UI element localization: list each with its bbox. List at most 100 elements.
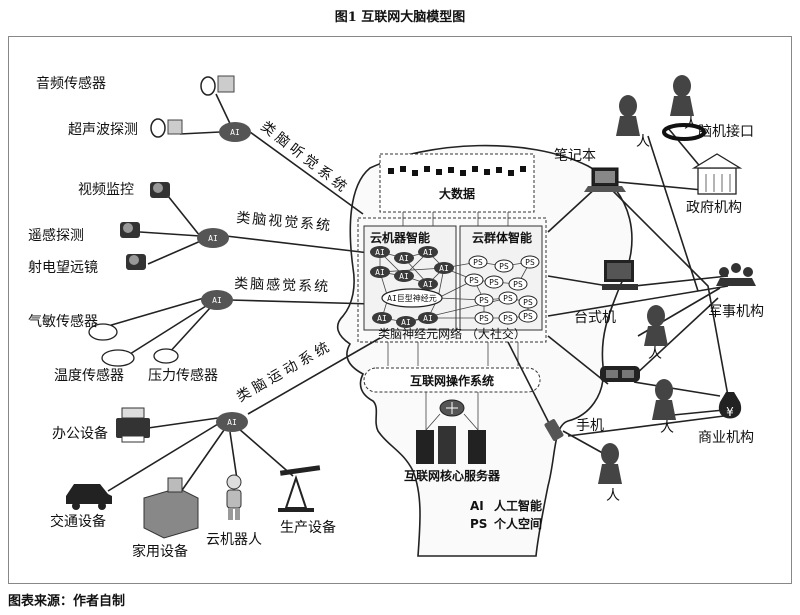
svg-text:AI: AI: [230, 128, 240, 137]
telescope-label: 射电望远镜: [28, 260, 98, 276]
person-icon: [652, 379, 676, 420]
svg-text:AI: AI: [212, 296, 222, 305]
robot-icon: [226, 474, 242, 520]
svg-text:AI: AI: [423, 248, 433, 257]
svg-text:PS: PS: [525, 258, 535, 267]
svg-text:AI: AI: [375, 268, 385, 277]
svg-text:PS: PS: [489, 278, 499, 287]
svg-text:AI: AI: [375, 248, 385, 257]
person-label-4: 人: [660, 420, 674, 436]
wires-left: [107, 93, 381, 497]
person-icon: [670, 75, 694, 116]
pressure-sensor-label: 压力传感器: [148, 367, 218, 384]
printer-icon: [116, 407, 150, 443]
camera-icon: [150, 182, 170, 198]
svg-text:AI巨型神经元: AI巨型神经元: [387, 293, 437, 303]
bigdata-connectors: [402, 212, 509, 226]
desktop-label: 台式机: [574, 310, 616, 326]
legend: AI 人工智能 PS 个人空间: [470, 498, 542, 531]
svg-text:PS: PS: [479, 296, 489, 305]
person-label-5: 人: [606, 488, 620, 504]
ai-hub-motor: AI: [216, 412, 248, 432]
vr-glasses-icon: [600, 366, 640, 382]
svg-text:AI: AI: [227, 418, 237, 427]
svg-text:AI: AI: [423, 314, 433, 323]
person-label-1: 人: [636, 134, 650, 150]
money-bag-icon: ¥: [718, 392, 742, 419]
speaker-icon: [200, 75, 235, 96]
core-servers-label: 互联网核心服务器: [404, 468, 501, 483]
cloud-machine-label: 云机器智能: [370, 230, 430, 245]
svg-text:PS: PS: [503, 294, 513, 303]
phone-icon: [544, 419, 564, 441]
business-label: 商业机构: [698, 430, 754, 446]
laptop-icon: [584, 167, 626, 192]
telescope-icon: [126, 254, 146, 270]
svg-text:PS: PS: [513, 280, 523, 289]
ai-hub-visual: AI: [197, 228, 229, 248]
os-box: 互联网操作系统: [363, 367, 541, 393]
legend-ps-desc: 个人空间: [493, 516, 542, 531]
svg-text:PS: PS: [499, 262, 509, 271]
gas-sensor-icon: [88, 323, 118, 341]
svg-text:PS: PS: [503, 314, 513, 323]
traffic-device-label: 交通设备: [50, 513, 106, 530]
figure-title: 图1 互联网大脑模型图: [334, 10, 466, 25]
laptop-label: 笔记本: [554, 148, 596, 164]
home-appliance-icon: [143, 477, 199, 539]
government-label: 政府机构: [686, 200, 742, 216]
remote-sensing-label: 遥感探测: [28, 227, 84, 244]
ps-nodes: PS PS PS PS PS PS PS PS PS PS PS PS: [464, 255, 540, 325]
bci-label: 脑机接口: [698, 123, 754, 140]
person-label-2: 人: [684, 116, 698, 132]
remote-sensing-icon: [120, 222, 140, 238]
source-note: 图表来源：作者自制: [8, 594, 126, 609]
pressure-sensor-icon: [153, 348, 179, 364]
os-label: 互联网操作系统: [410, 373, 494, 388]
ai-hub-sensory: AI: [201, 290, 233, 310]
core-servers: 互联网核心服务器: [404, 392, 501, 483]
gas-sensor-label: 气敏传感器: [28, 313, 98, 330]
person-icon: [644, 305, 668, 346]
svg-text:AI: AI: [439, 264, 449, 273]
home-device-label: 家用设备: [132, 543, 188, 560]
legend-ai-key: AI: [470, 499, 484, 513]
phone-label: 手机: [576, 418, 604, 434]
military-icon: [716, 263, 756, 286]
person-label-3: 人: [648, 346, 662, 362]
svg-text:PS: PS: [523, 312, 533, 321]
person-icon: [598, 443, 622, 484]
svg-text:PS: PS: [473, 258, 483, 267]
person-icon: [616, 95, 640, 136]
ai-nodes: AI AI AI AI AI AI AI AI AI AI: [370, 246, 454, 328]
government-building-icon: [691, 153, 743, 195]
robot-label: 云机器人: [206, 532, 262, 548]
big-data-box: 大数据: [379, 153, 535, 213]
neural-network-box: [357, 217, 547, 343]
sensory-system-label: 类脑感觉系统: [234, 275, 331, 295]
os-connectors: [387, 342, 519, 366]
oil-pump-icon: [278, 465, 321, 512]
svg-text:AI: AI: [399, 272, 409, 281]
neural-network-label: 类脑神经元网络 （大社交）: [378, 326, 526, 341]
ai-hub-auditory: AI: [219, 122, 251, 142]
internet-brain-diagram: AI AI AI AI 类脑听觉系统 类脑视觉系统 类脑感觉系统 类脑运动系统: [8, 36, 792, 584]
military-label: 军事机构: [708, 304, 764, 320]
desktop-computer-icon: [602, 260, 638, 290]
big-data-label: 大数据: [439, 186, 475, 201]
car-icon: [66, 484, 112, 510]
cloud-group-label: 云群体智能: [472, 230, 532, 245]
svg-text:¥: ¥: [726, 405, 734, 419]
svg-text:PS: PS: [469, 276, 479, 285]
svg-text:AI: AI: [377, 314, 387, 323]
svg-text:PS: PS: [479, 314, 489, 323]
svg-text:AI: AI: [423, 280, 433, 289]
svg-text:PS: PS: [523, 298, 533, 307]
svg-text:AI: AI: [208, 234, 218, 243]
temperature-sensor-label: 温度传感器: [54, 367, 124, 384]
svg-text:AI: AI: [401, 318, 411, 327]
ultrasonic-label: 超声波探测: [68, 122, 138, 138]
video-monitor-label: 视频监控: [78, 182, 134, 198]
ai-giant-neuron: AI巨型神经元: [381, 288, 443, 308]
audio-sensor-label: 音频传感器: [36, 75, 106, 92]
